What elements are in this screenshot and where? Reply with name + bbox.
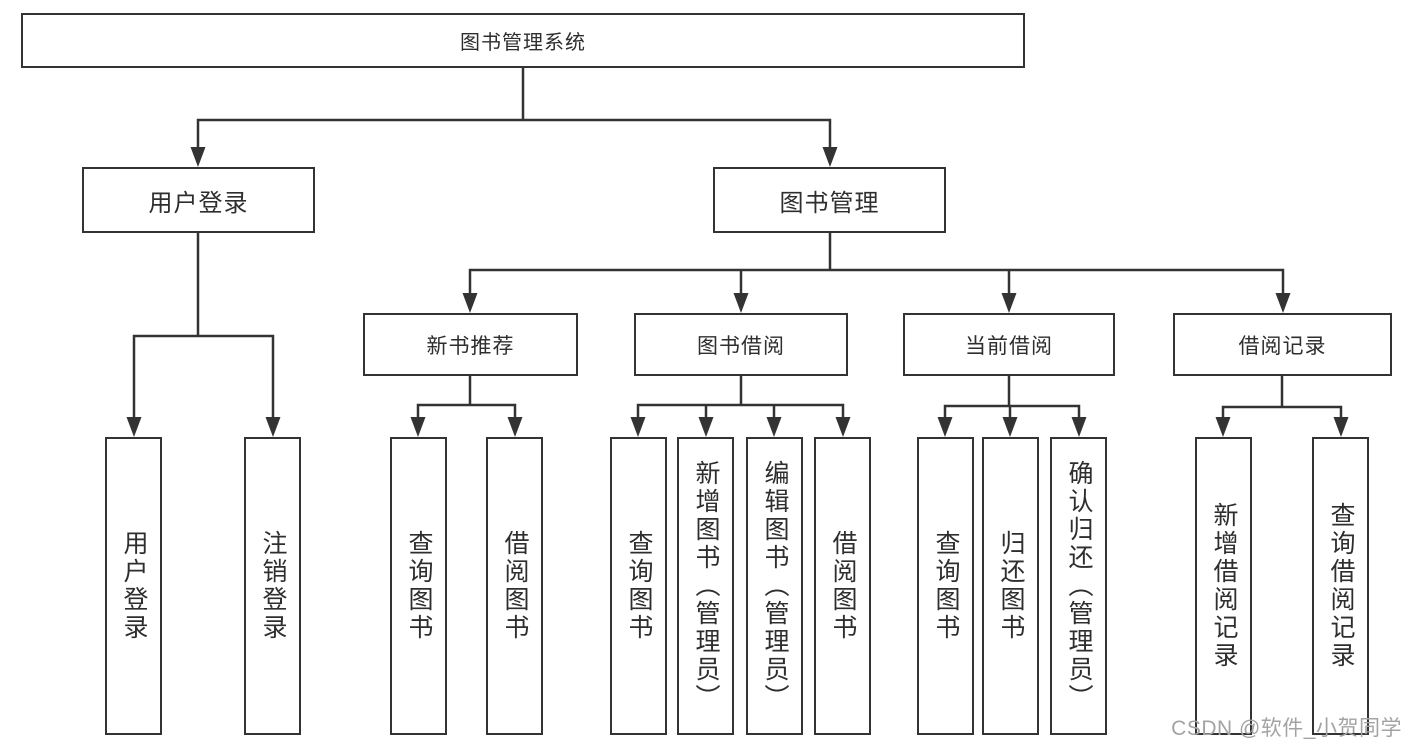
arrowheads xyxy=(126,147,1349,437)
node-book-management-system: 图书管理系统 xyxy=(21,13,1025,68)
leaf-borrow-books: 借阅图书 xyxy=(814,437,871,735)
leaf-borrow-books-recommend: 借阅图书 xyxy=(486,437,543,735)
node-user-login: 用户登录 xyxy=(82,167,315,233)
leaf-query-borrow-record: 查询借阅记录 xyxy=(1312,437,1369,735)
leaf-add-borrow-record: 新增借阅记录 xyxy=(1195,437,1252,735)
leaf-edit-books-admin: 编辑图书（管理员） xyxy=(746,437,803,735)
leaf-user-login: 用户登录 xyxy=(105,437,162,735)
node-borrow-records: 借阅记录 xyxy=(1173,313,1392,376)
leaf-query-books-current: 查询图书 xyxy=(917,437,974,735)
leaf-confirm-return-admin: 确认归还（管理员） xyxy=(1050,437,1107,735)
leaf-add-books-admin: 新增图书（管理员） xyxy=(677,437,734,735)
leaf-query-books-borrow: 查询图书 xyxy=(610,437,667,735)
leaf-return-books: 归还图书 xyxy=(982,437,1039,735)
node-book-management: 图书管理 xyxy=(713,167,946,233)
node-book-borrow: 图书借阅 xyxy=(634,313,848,376)
node-current-borrow: 当前借阅 xyxy=(903,313,1115,376)
node-new-book-recommend: 新书推荐 xyxy=(363,313,578,376)
csdn-watermark: CSDN @软件_小贺同学 xyxy=(1171,717,1402,740)
leaf-logout: 注销登录 xyxy=(244,437,301,735)
leaf-query-books-recommend: 查询图书 xyxy=(390,437,447,735)
